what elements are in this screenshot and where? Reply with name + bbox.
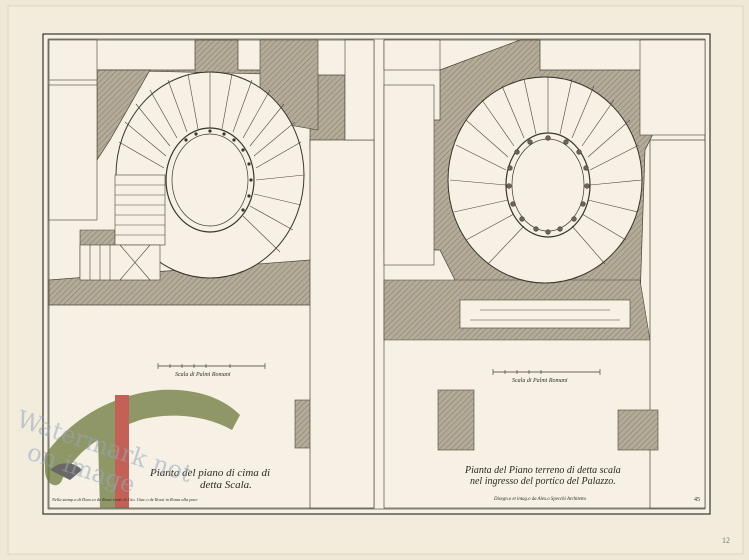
watermark-dragon-graphic xyxy=(45,389,240,508)
left-credit: Nella stamp.a di Dom.co de Rossi erede d… xyxy=(52,497,198,502)
left-title-line1: Pianta del piano di cima di xyxy=(150,467,271,479)
sheet-number: 12 xyxy=(722,536,730,545)
left-title-line2: detta Scala. xyxy=(200,479,252,491)
right-plan-title: Pianta del Piano terreno di detta scala … xyxy=(465,465,621,487)
right-scale-label: Scala di Palmi Romani xyxy=(512,378,568,384)
right-plan xyxy=(383,39,706,509)
right-title-line2: nel ingresso del portico del Palazzo. xyxy=(469,476,616,487)
right-title-line1: Pianta del Piano terreno di detta scala xyxy=(465,465,621,476)
left-scale-label: Scala di Palmi Romani xyxy=(175,372,231,378)
right-credit: Disegn.o et intag.o da Alex.o Specchi Ar… xyxy=(494,497,586,502)
left-plan xyxy=(48,39,375,509)
plate-number: 45 xyxy=(694,497,700,503)
left-plan-title: Pianta del piano di cima di detta Scala. xyxy=(150,467,270,491)
